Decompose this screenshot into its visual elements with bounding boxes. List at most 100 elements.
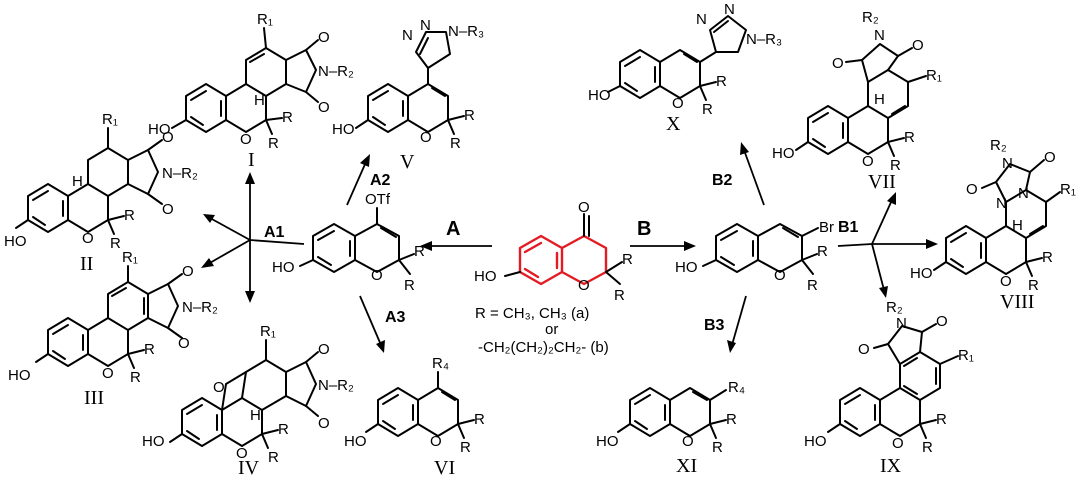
compound-VIII: R₁ O O N N N R₂ H O HO R R VIII	[910, 137, 1076, 313]
compound-IV-r-b: R	[268, 449, 279, 466]
compound-IV-nr2: N–R₂	[318, 377, 354, 394]
compound-III-o2: O	[178, 335, 190, 352]
compound-V-n2: N	[420, 17, 431, 34]
compound-VII-o: O	[862, 153, 874, 170]
start-r1: R	[622, 251, 633, 268]
compound-I-o1: O	[318, 29, 330, 46]
compound-III-r1: R₁	[122, 249, 138, 266]
triflate-r1: R	[414, 243, 425, 260]
route-b1-arrows: B1	[837, 192, 938, 298]
compound-X: N N N–R₃ O HO R R X	[588, 1, 782, 135]
compound-VI-ho: HO	[344, 433, 367, 450]
compound-VII-r-a: R	[904, 129, 915, 146]
compound-III-r-b: R	[130, 369, 141, 386]
compound-I-r-b: R	[268, 135, 279, 152]
compound-VI-r-a: R	[474, 411, 485, 428]
compound-X-nr3: N–R₃	[746, 31, 782, 48]
compound-XI-r-b: R	[712, 439, 723, 456]
compound-IV-r-a: R	[278, 421, 289, 438]
triflate-intermediate: OTf O HO R R	[272, 191, 425, 294]
ring-oxygen: O	[578, 277, 590, 294]
compound-VII-label: VII	[868, 171, 896, 193]
compound-III-label: III	[84, 387, 104, 409]
route-b3-label: B3	[704, 317, 725, 334]
compound-I-nr2: N–R₂	[318, 63, 354, 80]
compound-XI: R₄ O HO R R XI	[596, 379, 745, 477]
compound-V-r-a: R	[464, 107, 475, 124]
compound-II-r-a: R	[124, 207, 135, 224]
compound-II-r-b: R	[110, 235, 121, 252]
route-b1-label: B1	[838, 219, 859, 236]
compound-IX-o1: O	[858, 341, 870, 358]
r-definition-line-1: R = CH₃, CH₃ (a)	[475, 305, 589, 322]
triflate-otf: OTf	[365, 191, 391, 208]
compound-IX-r-a: R	[936, 411, 947, 428]
compound-VII-o2: O	[912, 37, 924, 54]
compound-XI-label: XI	[676, 455, 697, 477]
route-a2-label: A2	[370, 172, 391, 189]
compound-III-r-a: R	[144, 341, 155, 358]
bromide-r1: R	[817, 243, 828, 260]
compound-VIII-o1: O	[966, 181, 978, 198]
compound-VIII-n2: N	[1018, 185, 1029, 202]
route-b2-label: B2	[712, 172, 733, 189]
compound-VIII-h: H	[1012, 217, 1023, 234]
compound-XI-o: O	[682, 433, 694, 450]
compound-III-ho: HO	[8, 367, 31, 384]
compound-X-n2: N	[724, 1, 735, 18]
bromide-oxygen: O	[774, 267, 786, 284]
compound-VIII-o2: O	[1044, 149, 1056, 166]
compound-II: R₁ O O N–R₂ H O HO R R II	[4, 111, 198, 275]
compound-IX-r1: R₁	[958, 347, 974, 364]
compound-VI: R₄ O HO R R VI	[344, 355, 485, 478]
bromide-hydroxyl: HO	[675, 259, 698, 276]
compound-X-r-b: R	[702, 101, 713, 118]
bromide-intermediate: Br O HO R R	[675, 219, 834, 294]
compound-II-o: O	[82, 230, 94, 247]
compound-VII-h: H	[874, 91, 885, 108]
compound-V-o: O	[420, 129, 432, 146]
r-definition: R = CH₃, CH₃ (a) or -CH₂(CH₂)₂CH₂- (b)	[475, 305, 609, 356]
compound-IV-o: O	[236, 445, 248, 462]
compound-VII-o1: O	[832, 55, 844, 72]
compound-X-r-a: R	[716, 73, 727, 90]
compound-I-o: O	[240, 131, 252, 148]
compound-IV-o1: O	[318, 341, 330, 358]
compound-VIII-n3: N	[996, 195, 1007, 212]
compound-V-ho: HO	[332, 121, 355, 138]
compound-IX: R₁ O O N R₂ O HO R R IX	[804, 299, 974, 477]
bromide-br: Br	[819, 219, 834, 236]
compound-X-label: X	[666, 113, 681, 135]
route-a3-arrow: A3	[359, 295, 406, 353]
compound-III: R₁ O O N–R₂ O HO R R III	[8, 249, 218, 409]
compound-V-n1: N	[402, 27, 413, 44]
compound-XI-ho: HO	[596, 433, 619, 450]
route-b3-arrow: B3	[704, 295, 747, 353]
compound-III-o: O	[102, 365, 114, 382]
compound-IX-o2: O	[936, 313, 948, 330]
start-hydroxyl: HO	[474, 268, 497, 285]
compound-I: R₁ O O N–R₂ H O HO R R I	[148, 11, 354, 171]
compound-I-label: I	[248, 149, 255, 171]
compound-IV-h: H	[250, 407, 261, 424]
route-a1-arrows: A1	[201, 172, 305, 303]
route-b2-arrow: B2	[712, 142, 765, 206]
compound-VIII-ho: HO	[910, 265, 933, 282]
compound-VI-r4: R₄	[432, 355, 449, 372]
route-a1-label: A1	[264, 224, 285, 241]
start-r2: R	[614, 287, 625, 304]
compound-V: N N N–R₃ O HO R R V	[332, 17, 484, 173]
compound-V-r-b: R	[450, 135, 461, 152]
compound-IV-ho: HO	[142, 433, 165, 450]
route-b-arrow: B	[630, 218, 696, 251]
compound-X-n1: N	[696, 11, 707, 28]
compound-VIII-label: VIII	[1000, 291, 1034, 313]
compound-IV-r1: R₁	[260, 323, 276, 340]
bromide-r2: R	[807, 277, 818, 294]
compound-VII-ho: HO	[772, 145, 795, 162]
compound-VIII-r1: R₁	[1060, 181, 1076, 198]
keto-oxygen: O	[578, 199, 590, 216]
compound-II-r1: R₁	[102, 111, 118, 128]
compound-IX-o: O	[892, 435, 904, 452]
